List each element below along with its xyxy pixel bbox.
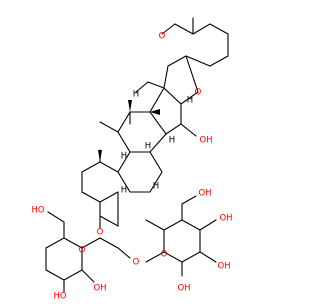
hydroxyl-left-ch2: HO xyxy=(31,206,44,216)
hydrogen-3: H xyxy=(169,136,175,146)
hydrogen-6: H xyxy=(153,182,159,192)
molecule-structure: O O OH O O HO HO OH O O OH OH OH OH H H … xyxy=(31,17,233,302)
hydroxyl-left-1: HO xyxy=(53,292,66,301)
molecule-diagram: O O OH O O HO HO OH O O OH OH OH OH H H … xyxy=(31,17,233,302)
hydrogen-1: H xyxy=(133,90,139,100)
hydroxyl-right-3: OH xyxy=(219,214,232,224)
hydroxyl-right-1: OH xyxy=(177,284,190,294)
hydroxyl-17: OH xyxy=(199,136,212,146)
bond-skeleton xyxy=(45,17,229,293)
hydrogen-4: H xyxy=(145,142,151,152)
atom-labels: O O OH O O HO HO OH O O OH OH OH OH H H … xyxy=(31,32,232,302)
oxygen-left-sugar-ring: O xyxy=(79,246,86,256)
oxygen-glyco-1: O xyxy=(97,228,104,238)
stereo-wedges xyxy=(98,100,160,162)
oxygen-spiro: O xyxy=(195,88,202,98)
hydroxyl-right-2: OH xyxy=(217,262,230,272)
hydroxyl-left-2: OH xyxy=(93,284,106,294)
hydrogen-5: H xyxy=(121,152,127,162)
oxygen-ring-top: O xyxy=(159,32,166,42)
hydrogen-2: H xyxy=(187,96,193,106)
oxygen-glyco-2: O xyxy=(133,258,140,268)
hydroxyl-right-ch2: OH xyxy=(198,189,211,199)
hydrogen-7: H xyxy=(121,186,127,196)
oxygen-right-sugar-ring: O xyxy=(161,250,168,260)
